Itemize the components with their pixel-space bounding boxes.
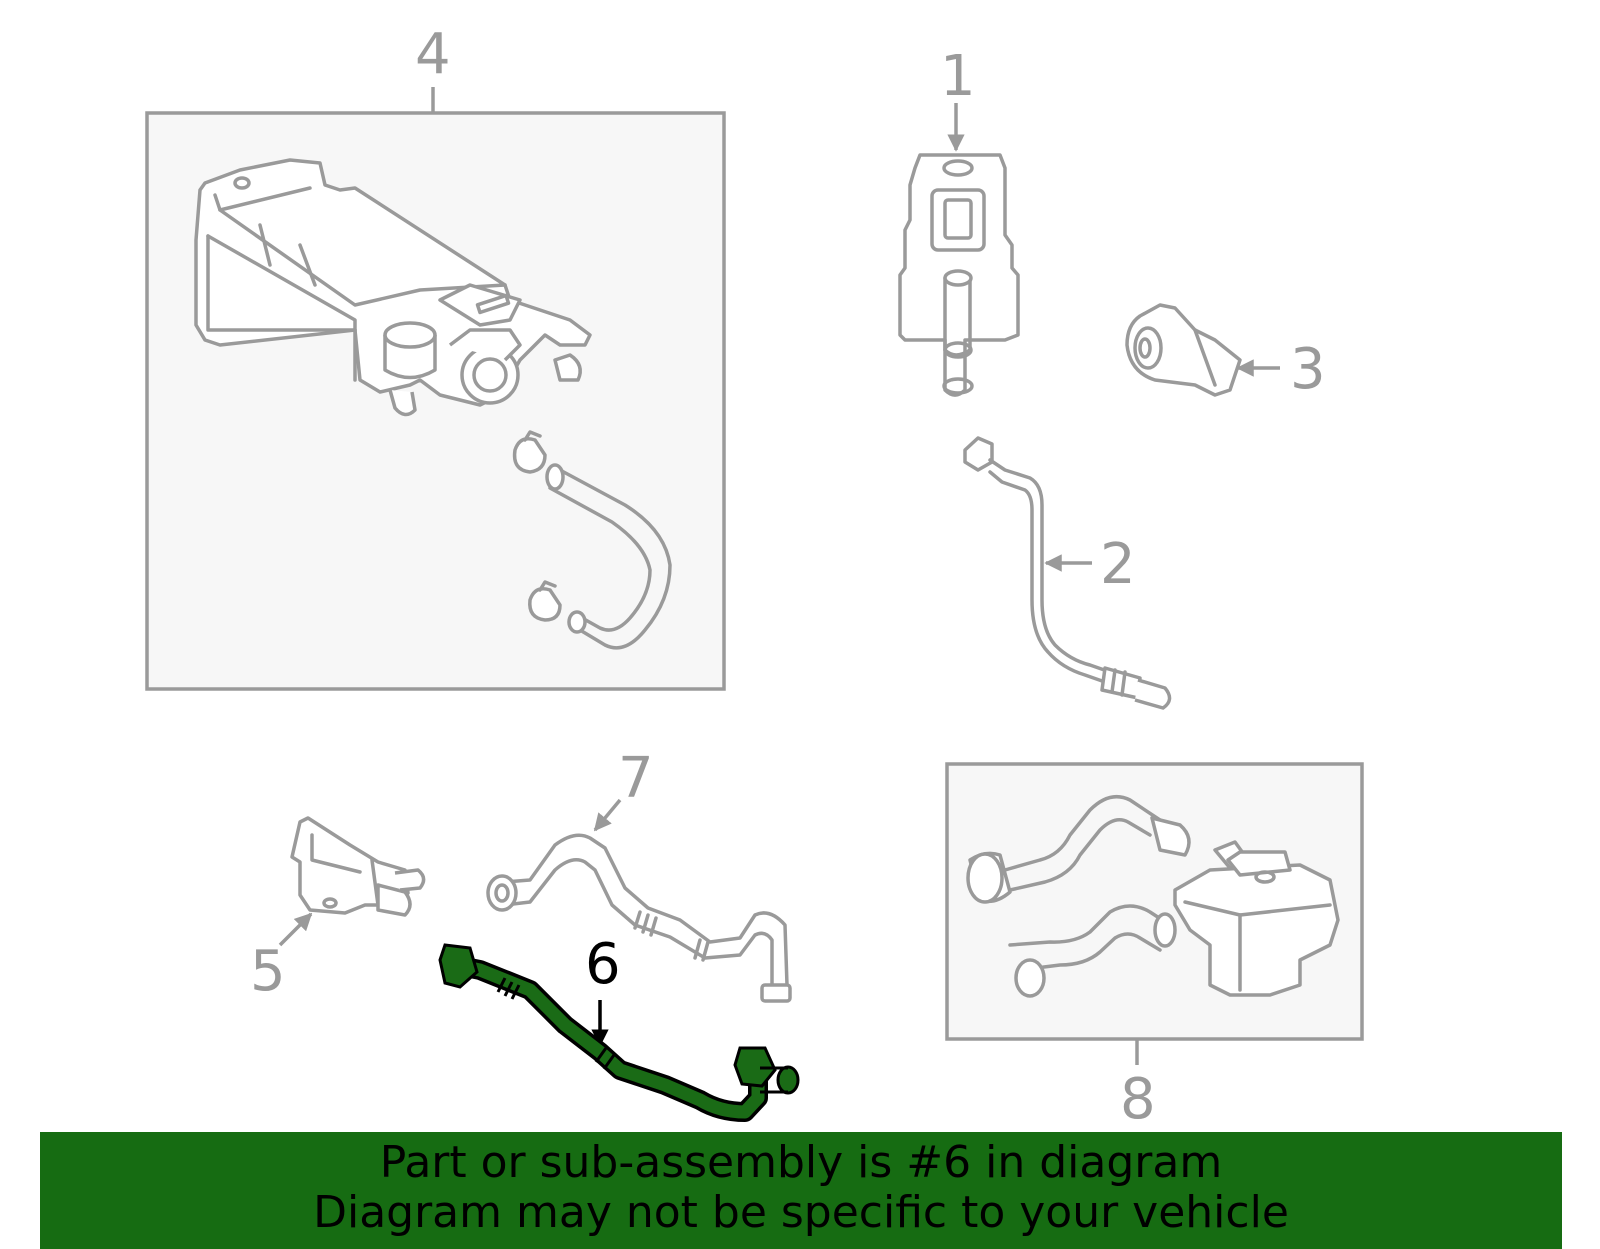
callout-7: 7	[618, 746, 654, 811]
callout-6: 6	[585, 932, 621, 997]
part-8-assembly[interactable]	[945, 762, 1364, 1065]
part-3-sensor[interactable]	[1125, 303, 1280, 397]
part-7-hose[interactable]	[486, 798, 792, 1003]
callout-4: 4	[415, 22, 451, 87]
callout-5: 5	[250, 939, 286, 1004]
callout-2: 2	[1100, 532, 1136, 597]
info-banner: Part or sub-assembly is #6 in diagram Di…	[40, 1132, 1562, 1249]
part-2-oxygen-sensor[interactable]	[963, 436, 1172, 710]
banner-line-1: Part or sub-assembly is #6 in diagram	[379, 1137, 1223, 1188]
part-6-hose-highlighted[interactable]	[438, 943, 800, 1122]
callout-3: 3	[1290, 337, 1326, 402]
callout-1: 1	[940, 44, 976, 109]
part-1-purge-valve[interactable]	[898, 103, 1020, 397]
part-4-charcoal-canister[interactable]	[145, 87, 726, 691]
part-5-valve-bracket[interactable]	[278, 816, 426, 947]
banner-line-2: Diagram may not be specific to your vehi…	[313, 1187, 1289, 1238]
callout-8: 8	[1120, 1067, 1156, 1132]
